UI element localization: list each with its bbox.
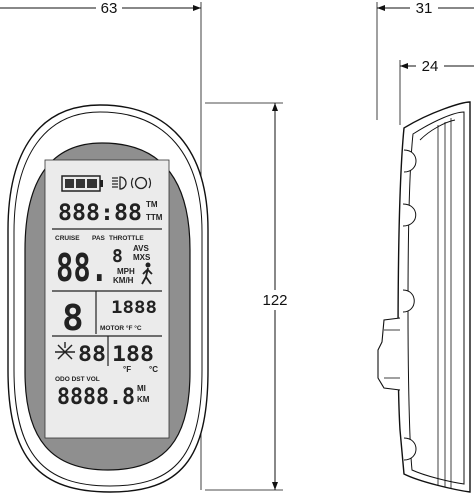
depth-dimension: 31 xyxy=(376,0,474,120)
walk-assist-icon xyxy=(141,262,153,285)
speed-display: 88. xyxy=(56,246,108,290)
time-display: 888:88 xyxy=(58,201,142,226)
lcd-panel xyxy=(44,159,170,439)
warning-lamp-icon xyxy=(130,176,152,190)
height-dimension: 122 xyxy=(205,102,296,491)
km-label: KM xyxy=(137,395,150,404)
odo-labels: ODO DST VOL xyxy=(55,376,100,383)
pas-label: PAS xyxy=(92,235,106,242)
power-display: 88 xyxy=(78,342,106,366)
mi-label: MI xyxy=(137,384,146,393)
tm-label: TM xyxy=(146,200,158,209)
cruise-label: CRUISE xyxy=(55,235,80,242)
height-dimension-label: 122 xyxy=(262,292,287,309)
side-button xyxy=(377,317,401,391)
ttm-label: TTM xyxy=(146,213,163,222)
side-view-housing xyxy=(377,101,471,493)
motor-display: 1888 xyxy=(111,298,157,318)
speed-decimal: 8 xyxy=(112,246,123,267)
fahrenheit-label: °F xyxy=(123,365,131,374)
kmh-label: KM/H xyxy=(113,276,134,285)
body-depth-dimension: 24 xyxy=(399,57,474,125)
mph-label: MPH xyxy=(117,267,135,276)
lcd-screen: 888:88 TM TTM CRUISE PAS THROTTLE 88. 8 … xyxy=(44,159,170,439)
power-sun-icon xyxy=(55,342,75,360)
throttle-label: THROTTLE xyxy=(109,235,144,242)
headlight-icon xyxy=(112,176,127,190)
body-depth-dimension-label: 24 xyxy=(422,58,439,75)
odometer-display: 8888.8 xyxy=(57,385,135,410)
assist-level-display: 8 xyxy=(62,298,84,339)
width-dimension-label: 63 xyxy=(101,0,118,17)
battery-icon xyxy=(61,175,103,192)
depth-dimension-label: 31 xyxy=(416,0,433,17)
celsius-label: °C xyxy=(149,365,158,374)
avs-label: AVS xyxy=(133,244,150,253)
mxs-label: MXS xyxy=(133,253,151,262)
motor-label: MOTOR °F °C xyxy=(100,324,142,332)
temperature-display: 188 xyxy=(112,342,154,366)
